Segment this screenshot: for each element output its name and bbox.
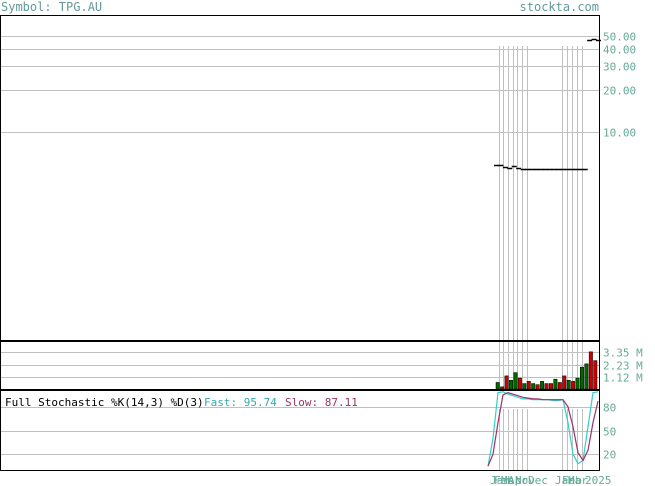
volume-bar-19	[580, 366, 584, 390]
stochastic-panel	[0, 390, 600, 471]
volume-bar-5	[517, 377, 522, 390]
slow-value: Slow: 87.11	[285, 396, 358, 409]
volume-tick-2: 1.12 M	[603, 372, 643, 385]
volume-bar-18	[575, 377, 580, 390]
stochastic-tick-1: 50	[603, 426, 616, 439]
volume-bar-15	[562, 375, 567, 390]
price-tick-1: 40.00	[603, 44, 636, 57]
x-label-6: Jan	[555, 474, 575, 486]
volume-panel	[0, 341, 600, 390]
volume-bar-22	[593, 360, 598, 390]
vertical-grid	[499, 46, 583, 470]
price-tick-2: 30.00	[603, 61, 636, 74]
volume-bar-20	[584, 363, 589, 390]
stochastic-tick-0: 80	[603, 402, 616, 415]
x-label-7: Feb	[562, 474, 582, 486]
volume-tick-0: 3.35 M	[603, 347, 643, 360]
x-label-3: Apr	[508, 474, 528, 486]
x-label-8: Mar	[568, 474, 588, 486]
volume-bar-17	[571, 381, 576, 390]
symbol-label: Symbol: TPG.AU	[1, 0, 102, 14]
volume-bar-6	[522, 383, 527, 390]
volume-bar-21	[588, 351, 593, 390]
price-tick-3: 20.00	[603, 85, 636, 98]
x-label-9: 2025	[585, 474, 612, 486]
stochastic-tick-2: 20	[603, 449, 616, 462]
x-label-1: Feb	[494, 474, 514, 486]
x-label-0: Jan	[490, 474, 510, 486]
price-series	[494, 38, 601, 171]
stochastic-title: Full Stochastic %K(14,3) %D(3)	[5, 396, 204, 409]
stochastic-lines	[487, 391, 599, 467]
x-label-4: Nov	[515, 474, 535, 486]
slow-line	[487, 391, 599, 467]
volume-bar-11	[544, 383, 549, 390]
volume-tick-1: 2.23 M	[603, 360, 643, 373]
volume-bar-10	[540, 381, 545, 390]
stochastic-axis: 80 50 20	[603, 402, 616, 462]
volume-bar-8	[531, 383, 536, 390]
volume-bar-12	[548, 383, 553, 390]
volume-bar-7	[526, 381, 531, 390]
site-name: stockta.com	[520, 0, 599, 14]
volume-bar-3	[509, 380, 513, 390]
volume-bar-0	[495, 382, 500, 390]
volume-bars	[495, 351, 598, 390]
volume-bar-13	[553, 378, 558, 390]
price-panel	[0, 15, 600, 341]
volume-bar-2	[504, 375, 509, 390]
volume-grid	[1, 352, 599, 378]
volume-bar-14	[557, 382, 562, 390]
price-grid	[1, 36, 599, 133]
x-label-2: Mar	[501, 474, 521, 486]
stochastic-grid	[1, 407, 599, 455]
price-tick-4: 10.00	[603, 127, 636, 140]
volume-bar-9	[535, 384, 540, 390]
volume-bar-1	[500, 386, 505, 390]
volume-bar-16	[566, 380, 571, 390]
volume-bar-4	[513, 372, 518, 390]
fast-value: Fast: 95.74	[204, 396, 277, 409]
volume-axis: 3.35 M2.23 M1.12 M	[603, 347, 643, 385]
x-label-5: Dec	[528, 474, 548, 486]
price-tick-0: 50.00	[603, 31, 636, 44]
